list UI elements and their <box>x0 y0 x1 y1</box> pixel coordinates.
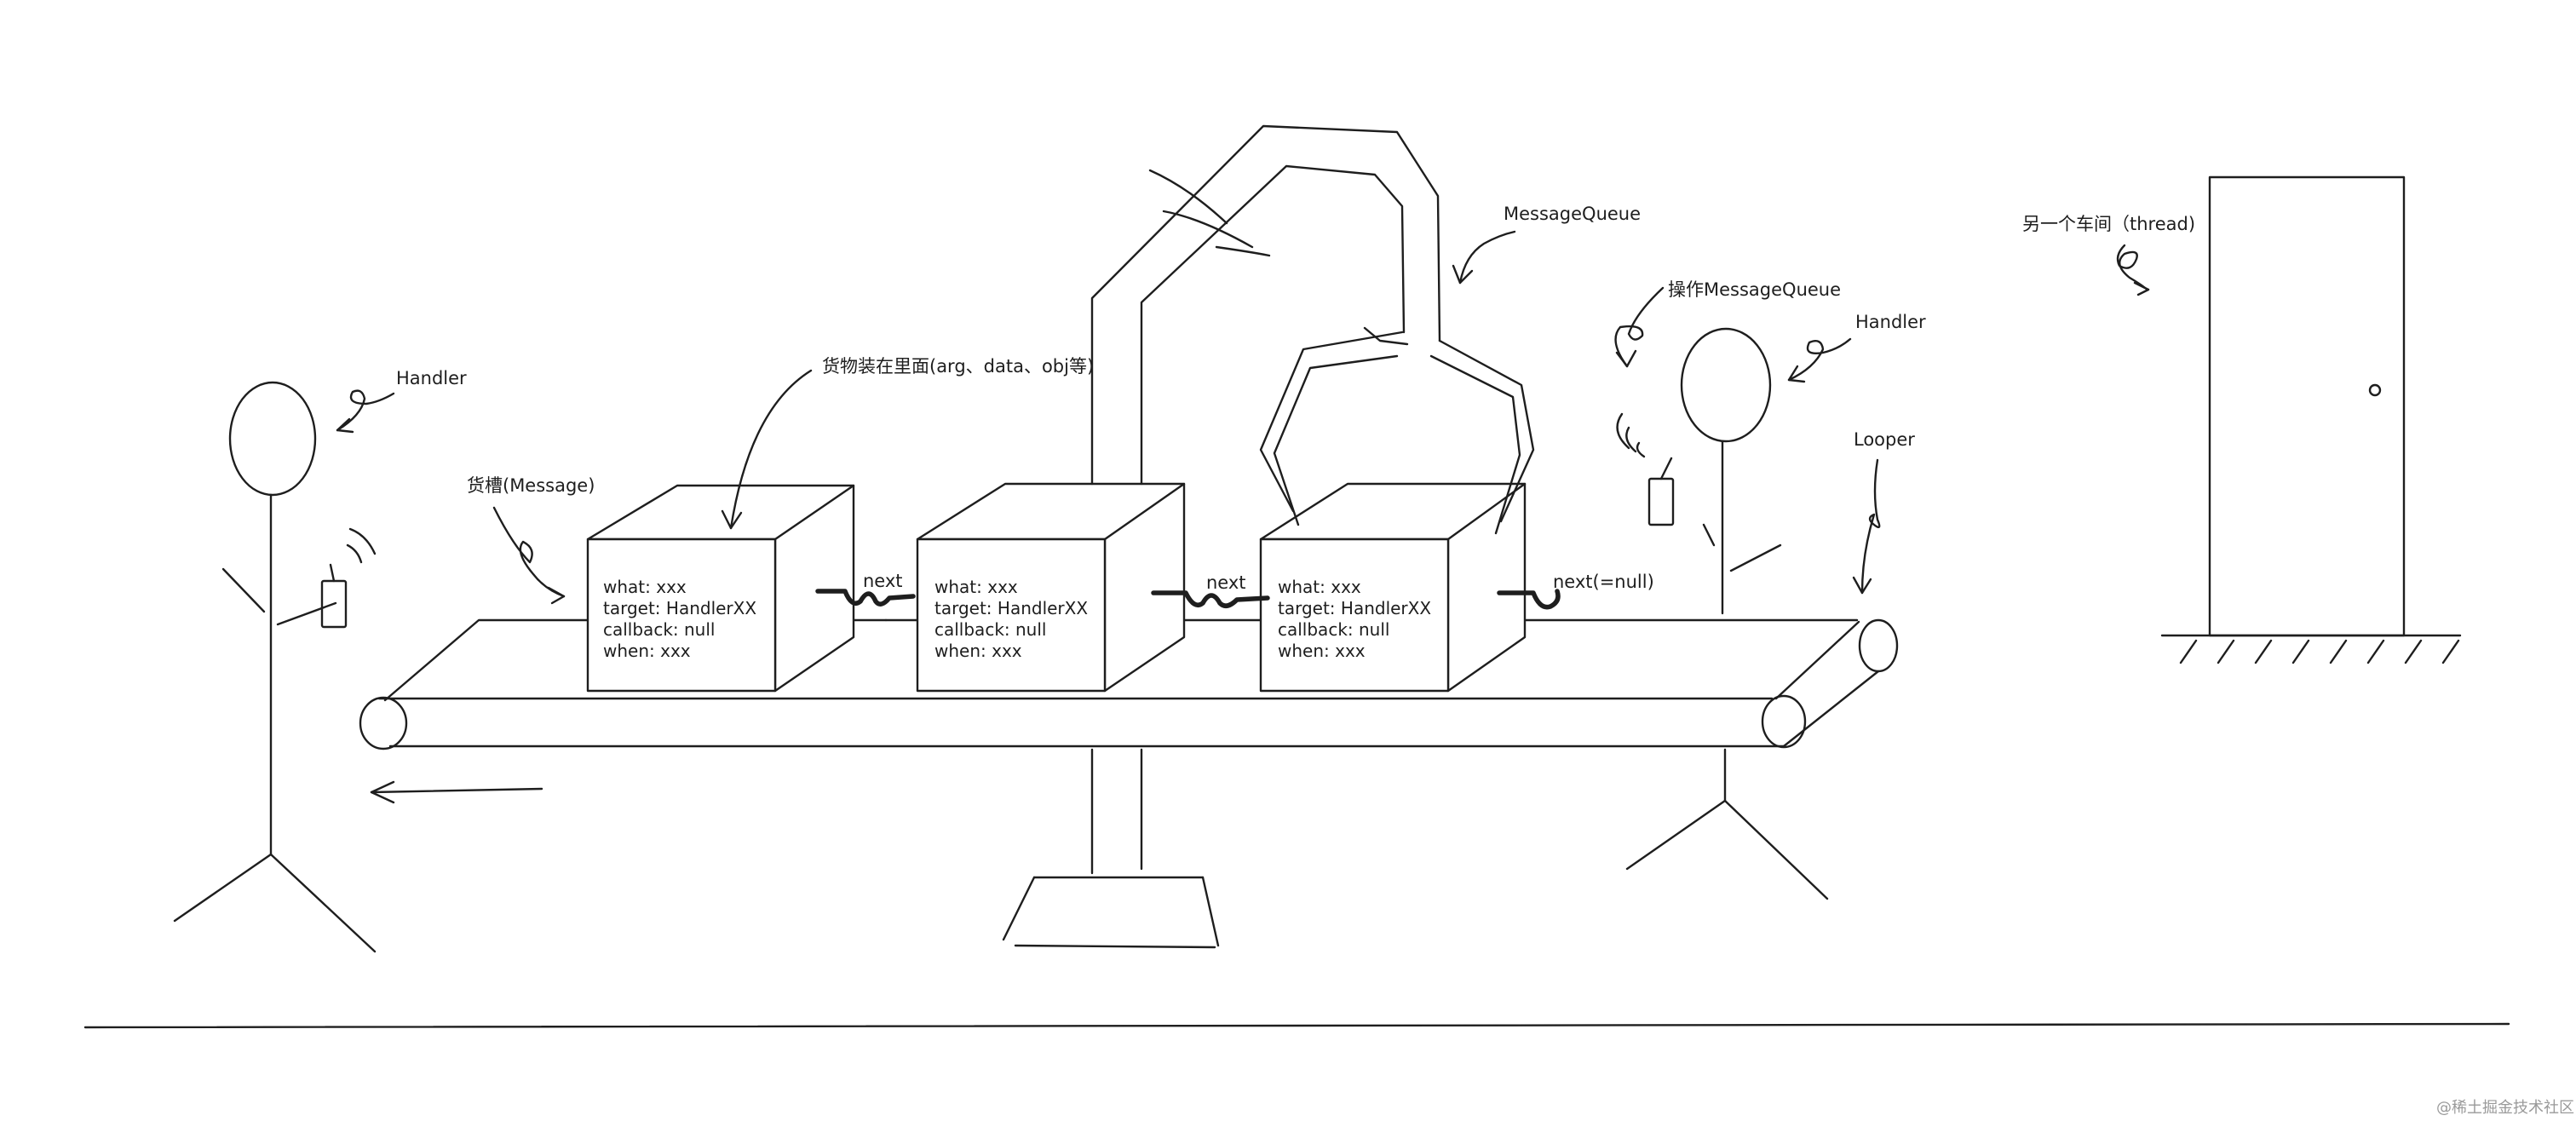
conveyor-stand <box>1002 748 1220 949</box>
svg-text:what: xxx: what: xxx <box>1278 577 1361 597</box>
handler-left-label: Handler <box>336 368 467 434</box>
direction-arrow <box>370 780 543 804</box>
svg-text:另一个车间（thread): 另一个车间（thread) <box>2022 214 2195 234</box>
message-box-3: what: xxx target: HandlerXX callback: nu… <box>1259 482 1527 693</box>
svg-text:MessageQueue: MessageQueue <box>1504 204 1641 224</box>
next-link-2: next <box>1151 572 1270 608</box>
svg-text:target: HandlerXX: target: HandlerXX <box>1278 598 1431 618</box>
handler-left-figure <box>173 381 377 953</box>
svg-text:Handler: Handler <box>1855 312 1926 332</box>
svg-text:when: xxx: when: xxx <box>603 641 691 661</box>
svg-text:next(=null): next(=null) <box>1553 572 1654 592</box>
svg-text:Handler: Handler <box>396 368 467 388</box>
looper-label: Looper <box>1852 429 1915 595</box>
svg-text:货槽(Message): 货槽(Message) <box>467 475 595 496</box>
svg-text:操作MessageQueue: 操作MessageQueue <box>1668 279 1841 300</box>
svg-text:Looper: Looper <box>1854 429 1915 450</box>
svg-text:callback: null: callback: null <box>1278 619 1389 640</box>
next-link-1: next <box>815 571 916 607</box>
svg-text:what: xxx: what: xxx <box>934 577 1018 597</box>
watermark: @稀土掘金技术社区 <box>2436 1099 2574 1117</box>
svg-text:target: HandlerXX: target: HandlerXX <box>934 598 1088 618</box>
slot-label: 货槽(Message) <box>467 475 595 605</box>
floor-line <box>83 1022 2510 1029</box>
handler-right-label: Handler <box>1787 312 1926 383</box>
svg-text:callback: null: callback: null <box>934 619 1046 640</box>
svg-text:target: HandlerXX: target: HandlerXX <box>603 598 756 618</box>
goods-label: 货物装在里面(arg、data、obj等) <box>721 356 1094 530</box>
message-box-1: what: xxx target: HandlerXX callback: nu… <box>586 484 855 693</box>
message-queue-label: MessageQueue <box>1452 204 1641 285</box>
handler-right-figure <box>1625 327 1829 900</box>
svg-text:货物装在里面(arg、data、obj等): 货物装在里面(arg、data、obj等) <box>822 356 1094 377</box>
phone-icon <box>320 527 377 629</box>
phone-icon-right <box>1616 412 1675 526</box>
svg-text:callback: null: callback: null <box>603 619 715 640</box>
svg-text:next: next <box>1206 572 1246 593</box>
svg-text:when: xxx: when: xxx <box>934 641 1022 661</box>
message-queue-arm <box>1090 124 1535 535</box>
workshop-label: 另一个车间（thread) <box>2022 214 2195 296</box>
svg-text:when: xxx: when: xxx <box>1278 641 1366 661</box>
operate-mq-label: 操作MessageQueue <box>1614 279 1841 368</box>
message-box-2: what: xxx target: HandlerXX callback: nu… <box>916 482 1186 693</box>
svg-text:next: next <box>863 571 903 591</box>
door-icon <box>2160 175 2462 664</box>
svg-text:what: xxx: what: xxx <box>603 577 687 597</box>
next-link-3: next(=null) <box>1497 572 1654 610</box>
